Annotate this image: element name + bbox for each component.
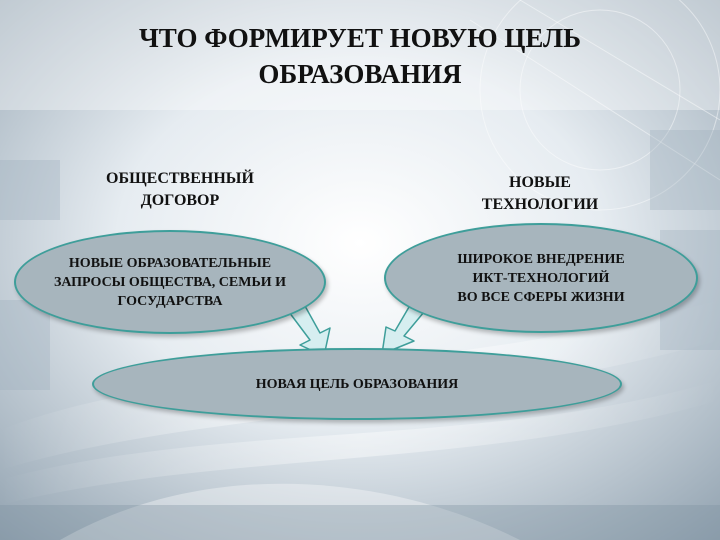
slide-title-line1: ЧТО ФОРМИРУЕТ НОВУЮ ЦЕЛЬ <box>138 23 582 53</box>
left-oval-line1: НОВЫЕ ОБРАЗОВАТЕЛЬНЫЕ <box>68 255 272 271</box>
right-oval-line3: ВО ВСЕ СФЕРЫ ЖИЗНИ <box>457 289 625 305</box>
left-caption: ОБЩЕСТВЕННЫЙ ДОГОВОР <box>40 168 320 212</box>
right-caption: НОВЫЕ ТЕХНОЛОГИИ <box>400 172 680 216</box>
left-oval-line3: ГОСУДАРСТВА <box>117 293 223 309</box>
left-oval: НОВЫЕ ОБРАЗОВАТЕЛЬНЫЕ ЗАПРОСЫ ОБЩЕСТВА, … <box>14 230 326 334</box>
right-oval-line2: ИКТ-ТЕХНОЛОГИЙ <box>472 270 610 286</box>
bottom-oval: НОВАЯ ЦЕЛЬ ОБРАЗОВАНИЯ <box>92 348 622 420</box>
left-caption-line2: ДОГОВОР <box>140 192 220 209</box>
bottom-oval-text: НОВАЯ ЦЕЛЬ ОБРАЗОВАНИЯ <box>255 376 459 392</box>
right-caption-line2: ТЕХНОЛОГИИ <box>481 196 599 213</box>
right-oval-line1: ШИРОКОЕ ВНЕДРЕНИЕ <box>457 251 625 267</box>
slide-title-line2: ОБРАЗОВАНИЯ <box>258 59 462 89</box>
slide-title: ЧТО ФОРМИРУЕТ НОВУЮ ЦЕЛЬ ОБРАЗОВАНИЯ <box>60 20 660 92</box>
left-oval-line2: ЗАПРОСЫ ОБЩЕСТВА, СЕМЬИ И <box>54 274 286 290</box>
right-caption-line1: НОВЫЕ <box>509 174 571 191</box>
right-oval: ШИРОКОЕ ВНЕДРЕНИЕ ИКТ-ТЕХНОЛОГИЙ ВО ВСЕ … <box>384 223 698 333</box>
left-caption-line1: ОБЩЕСТВЕННЫЙ <box>106 170 254 187</box>
